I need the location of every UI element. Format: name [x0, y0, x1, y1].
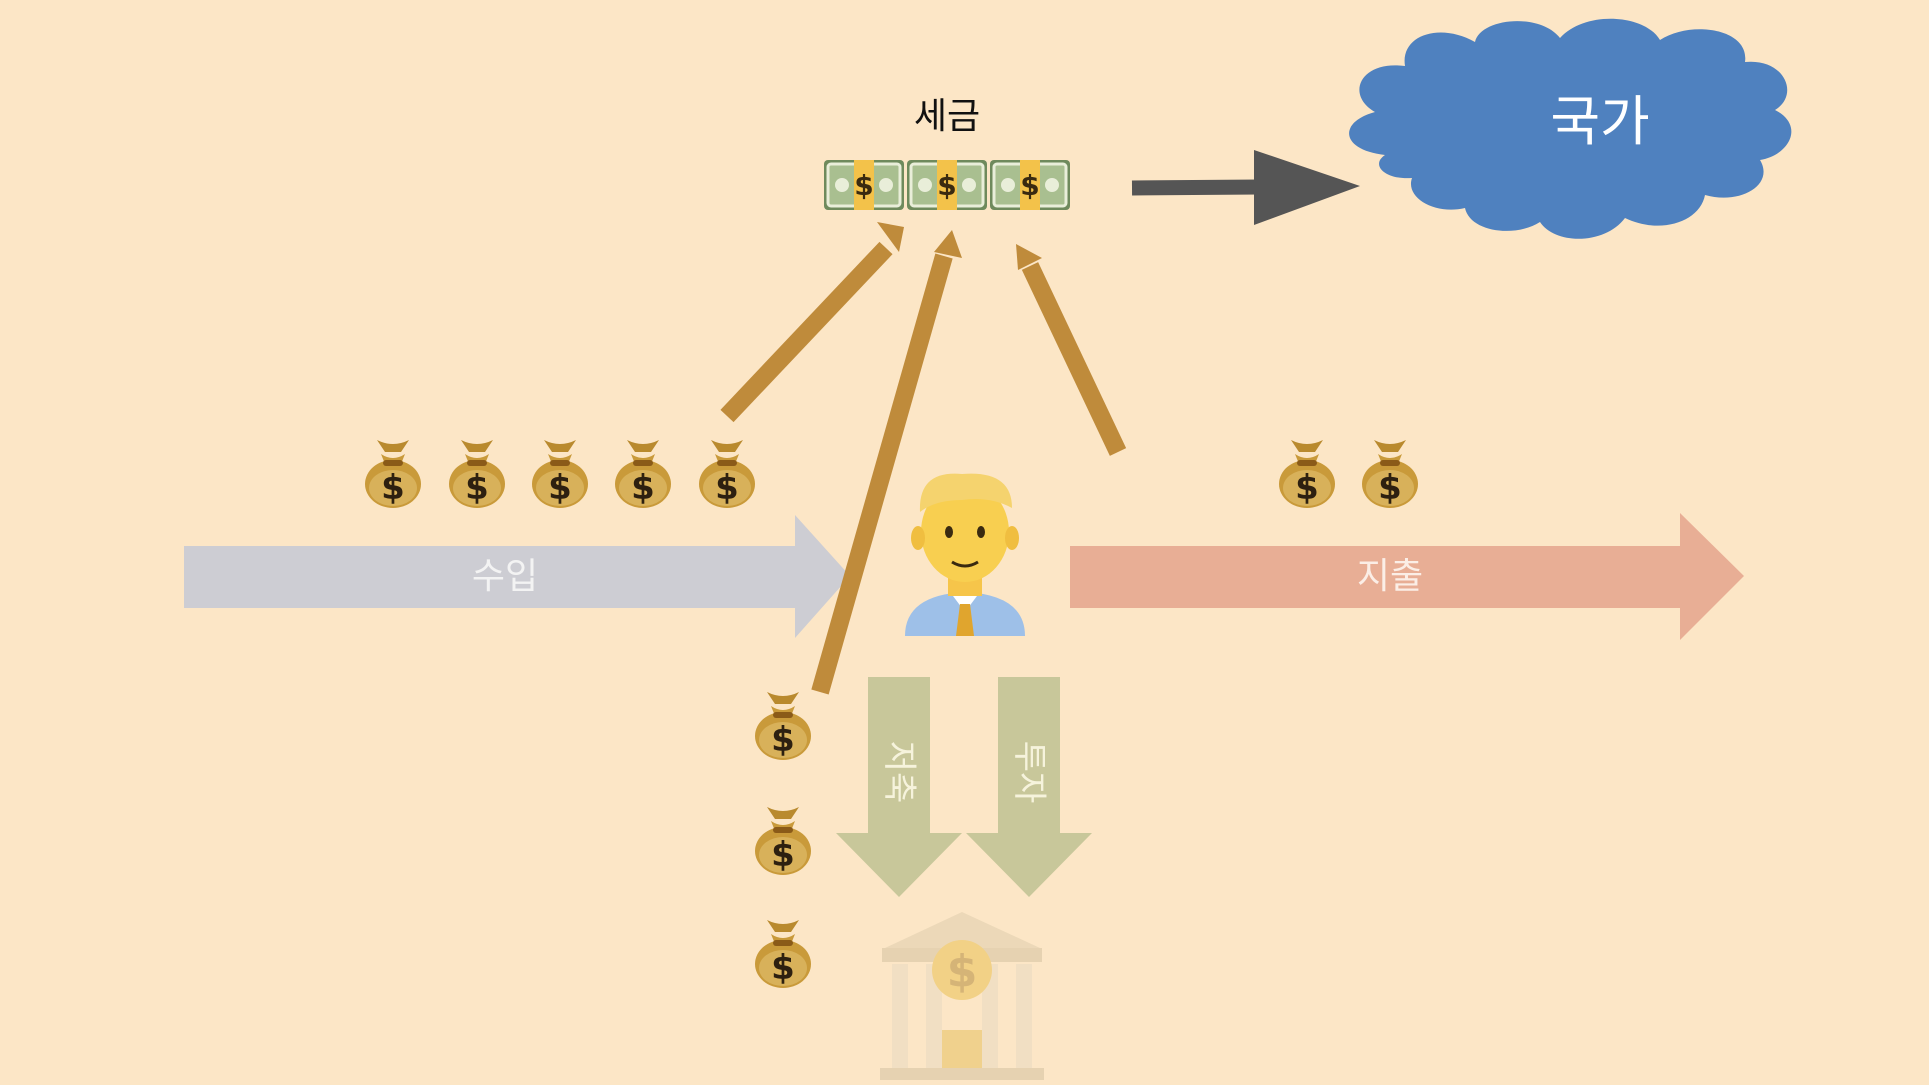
- tax-arrows: [720, 222, 1127, 695]
- svg-text:$: $: [947, 946, 978, 997]
- expense-arrow: 지출: [1070, 513, 1744, 640]
- income-label: 수입: [472, 556, 538, 597]
- money-bag-icon: [755, 920, 811, 988]
- money-bag-icon: [615, 440, 671, 508]
- saving-label: 저축: [879, 741, 919, 804]
- investment-label: 투자: [1009, 741, 1049, 804]
- saving-money-bags: [755, 692, 811, 988]
- tax-label: 세금: [914, 96, 980, 137]
- money-bag-icon: [532, 440, 588, 508]
- dollar-banknote-icon: [905, 158, 989, 212]
- office-worker-icon: [905, 473, 1025, 636]
- income-money-bags: [365, 440, 755, 508]
- cloud-shape: [1349, 18, 1792, 239]
- income-arrow: 수입: [184, 515, 850, 638]
- money-bag-icon: [1362, 440, 1418, 508]
- expense-money-bags: [1279, 440, 1418, 508]
- expense-label: 지출: [1357, 556, 1423, 597]
- money-bag-icon: [365, 440, 421, 508]
- tax-to-state-arrow: [1131, 150, 1360, 225]
- money-bag-icon: [755, 807, 811, 875]
- tax-banknotes: [822, 158, 1072, 212]
- investment-arrow: 투자: [966, 677, 1092, 897]
- income-tax-arrow: [720, 222, 904, 423]
- bank-icon: $: [880, 912, 1044, 1080]
- saving-arrow: 저축: [836, 677, 962, 897]
- state-label: 국가: [1550, 90, 1649, 153]
- money-bag-icon: [1279, 440, 1335, 508]
- money-bag-icon: [755, 692, 811, 760]
- money-bag-icon: [449, 440, 505, 508]
- saving-tax-arrow: [811, 230, 962, 695]
- dollar-banknote-icon: [988, 158, 1072, 212]
- dollar-banknote-icon: [822, 158, 906, 212]
- state-cloud: 국가: [1349, 18, 1792, 239]
- expense-tax-arrow: [1016, 244, 1127, 456]
- money-bag-icon: [699, 440, 755, 508]
